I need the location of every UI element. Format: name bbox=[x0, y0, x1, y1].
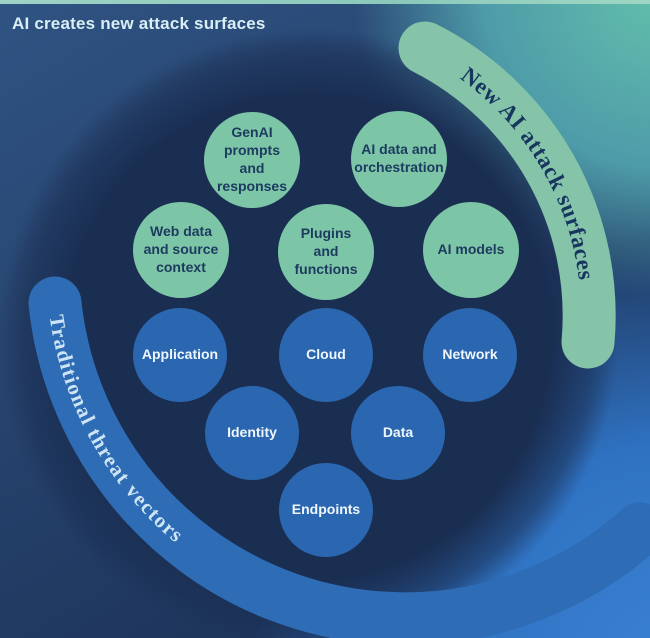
node-ai-models: AI models bbox=[423, 202, 519, 298]
node-web-data-source-context: Web data and source context bbox=[133, 202, 229, 298]
node-ai-data-orchestration: AI data and orchestration bbox=[351, 111, 447, 207]
node-network: Network bbox=[423, 308, 517, 402]
node-application: Application bbox=[133, 308, 227, 402]
node-identity: Identity bbox=[205, 386, 299, 480]
node-label: Plugins and functions bbox=[294, 225, 358, 277]
node-endpoints: Endpoints bbox=[279, 463, 373, 557]
node-data: Data bbox=[351, 386, 445, 480]
node-label: AI data and orchestration bbox=[354, 141, 444, 175]
node-genai-prompts-responses: GenAI prompts and responses bbox=[204, 112, 300, 208]
node-label: AI models bbox=[437, 241, 505, 258]
node-plugins-functions: Plugins and functions bbox=[278, 204, 374, 300]
node-label: GenAI prompts and responses bbox=[216, 124, 288, 194]
node-label: Web data and source context bbox=[143, 223, 219, 275]
node-label: Identity bbox=[227, 424, 277, 441]
node-label: Cloud bbox=[306, 346, 346, 363]
top-accent-strip bbox=[0, 0, 650, 4]
node-label: Endpoints bbox=[291, 501, 361, 518]
node-label: Data bbox=[382, 424, 414, 441]
node-label: Application bbox=[141, 346, 219, 363]
node-cloud: Cloud bbox=[279, 308, 373, 402]
page-title: AI creates new attack surfaces bbox=[12, 14, 266, 33]
node-label: Network bbox=[442, 346, 498, 363]
